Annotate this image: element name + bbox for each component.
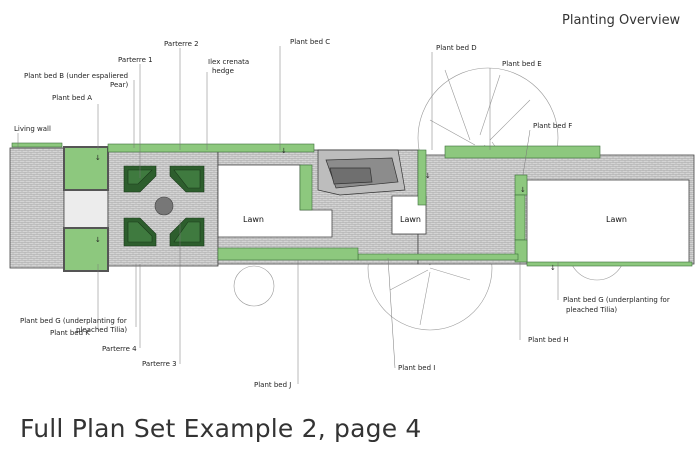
- bed-e: [444, 145, 601, 159]
- label-bed-a: Plant bed A: [52, 94, 92, 102]
- label-bed-g-right-line2: pleached Tilia): [566, 306, 617, 314]
- label-bed-d: Plant bed D: [436, 44, 477, 52]
- label-bed-g-left-line1: Plant bed G (underplanting for: [20, 317, 127, 325]
- bed-a: [63, 146, 109, 191]
- svg-text:↓: ↓: [425, 172, 431, 180]
- garden-structure: [317, 149, 406, 196]
- label-bed-i: Plant bed I: [398, 364, 435, 372]
- label-parterre-3: Parterre 3: [142, 360, 177, 368]
- bed-k: [63, 227, 109, 272]
- svg-text:↓: ↓: [95, 154, 101, 162]
- steps: [63, 189, 109, 229]
- living-wall-strip: [11, 142, 63, 148]
- label-lawn-middle: Lawn: [400, 215, 421, 224]
- parterre-hedges: [123, 165, 205, 247]
- svg-text:↓: ↓: [95, 236, 101, 244]
- label-ilex-hedge-line1: Ilex crenata: [208, 58, 249, 66]
- label-bed-b-line2: Pear): [110, 81, 128, 89]
- label-bed-f: Plant bed F: [533, 122, 572, 130]
- label-bed-b-line1: Plant bed B (under espaliered: [24, 72, 128, 80]
- bed-j: [217, 247, 359, 261]
- bed-b: [107, 143, 315, 153]
- label-bed-k: Plant bed K: [50, 329, 90, 337]
- bed-g-right: [514, 194, 526, 241]
- label-bed-g-right-line1: Plant bed G (underplanting for: [563, 296, 670, 304]
- label-bed-g-left-line2: pleached Tilia): [76, 326, 127, 334]
- end-terrace: [9, 147, 65, 269]
- label-bed-c: Plant bed C: [290, 38, 330, 46]
- leader-lines: [17, 46, 559, 384]
- tree-canopy: [233, 265, 275, 307]
- planting-beds: [11, 142, 693, 272]
- svg-text:↓: ↓: [281, 147, 287, 155]
- page-title: Planting Overview: [562, 13, 681, 28]
- lawn-right: [526, 179, 690, 264]
- label-bed-h: Plant bed H: [528, 336, 569, 344]
- bed-d: [417, 149, 427, 206]
- bed-arrows: ↓ ↓ ↓ ↓ ↓ ↓: [95, 147, 556, 272]
- svg-text:↓: ↓: [520, 186, 526, 194]
- label-parterre-2: Parterre 2: [164, 40, 199, 48]
- label-parterre-1: Parterre 1: [118, 56, 153, 64]
- label-lawn-left: Lawn: [243, 215, 264, 224]
- label-parterre-4: Parterre 4: [102, 345, 137, 353]
- label-bed-e: Plant bed E: [502, 60, 542, 68]
- label-living-wall: Living wall: [14, 125, 51, 133]
- bed-g-long: [526, 261, 693, 267]
- central-feature: [154, 196, 174, 216]
- label-bed-j: Plant bed J: [254, 381, 291, 389]
- bed-c: [299, 164, 313, 211]
- bed-labels: Parterre 2 Parterre 1 Ilex crenata hedge…: [14, 38, 670, 389]
- label-lawn-right: Lawn: [606, 215, 627, 224]
- svg-text:↓: ↓: [550, 264, 556, 272]
- lawns: [217, 164, 690, 264]
- bed-i: [357, 253, 519, 261]
- page-caption: Full Plan Set Example 2, page 4: [20, 414, 422, 443]
- label-ilex-hedge-line2: hedge: [212, 67, 234, 75]
